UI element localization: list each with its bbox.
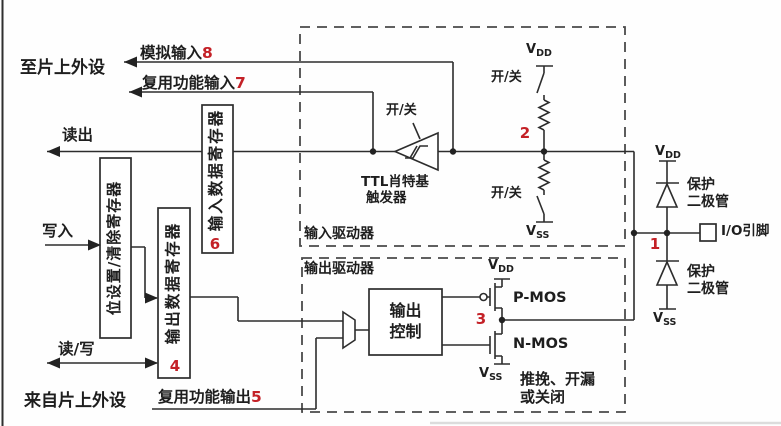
input-driver-title: 输入驱动器 [304,226,374,242]
pmos-symbol [479,278,510,320]
input-data-register-label: 输入数据寄存器 [207,108,225,232]
pmos-label: P-MOS [513,290,567,306]
output-control-box [368,288,443,356]
marker-8: 8 [202,44,213,62]
from-peripherals-label: 来自片上外设 [24,391,126,411]
marker-6: 6 [209,235,221,253]
read-write-label: 读/写 [58,340,95,358]
input-data-register-box [201,104,234,254]
vss-diode-label: VSS [653,311,677,328]
nmos-symbol [489,320,510,365]
io-pin-label: I/O引脚 [721,223,770,239]
nmos-label: N-MOS [513,336,569,352]
output-data-register-box [157,207,191,379]
to-peripherals-label: 至片上外设 [20,58,105,78]
protection-diode-bottom-label: 保护 二极管 [687,264,729,297]
marker-2: 2 [519,124,531,142]
schmitt-trigger-label: TTL肖特基 触发器 [361,174,429,207]
vss-pull-label: VSS [526,224,550,241]
pullup-switch-resistor [536,65,553,152]
schmitt-trigger-symbol [392,122,439,172]
vdd-pmos-label: VDD [488,258,514,275]
junction-dots [369,148,671,324]
pulldown-switch-label: 开/关 [491,186,522,201]
output-driver-dashed-box [301,257,626,413]
protection-diode-bottom [655,233,679,310]
output-control-label: 输出 控制 [389,301,422,341]
pulldown-switch-resistor [536,151,553,223]
analog-input-label: 模拟输入8 [140,44,213,62]
output-modes-note: 推挽、开漏 或关闭 [520,370,596,406]
write-label: 写入 [42,222,74,240]
marker-3: 3 [475,310,487,328]
protection-diode-top [655,160,679,233]
output-driver-title: 输出驱动器 [304,261,374,277]
marker-5: 5 [251,388,262,406]
vdd-pull-label: VDD [526,42,552,59]
marker-4: 4 [169,357,181,375]
marker-1: 1 [649,235,661,253]
vdd-diode-label: VDD [655,144,681,161]
bit-set-clear-register-label: 位设置/清除寄存器 [105,180,123,316]
protection-diode-top-label: 保护 二极管 [687,177,729,210]
marker-7: 7 [235,74,246,92]
bit-set-clear-register-box [99,157,132,339]
io-pad-square [699,223,717,242]
readout-label: 读出 [62,126,94,144]
input-driver-dashed-box [299,26,626,247]
schmitt-switch-label: 开/关 [386,103,417,118]
arrowheads [47,56,158,369]
af-input-label: 复用功能输入7 [142,74,246,92]
af-output-label: 复用功能输出5 [158,388,262,406]
output-data-register-label: 输出数据寄存器 [164,221,182,345]
af-output-mux [342,310,356,350]
pullup-switch-label: 开/关 [491,70,522,85]
vss-nmos-label: VSS [479,366,503,383]
